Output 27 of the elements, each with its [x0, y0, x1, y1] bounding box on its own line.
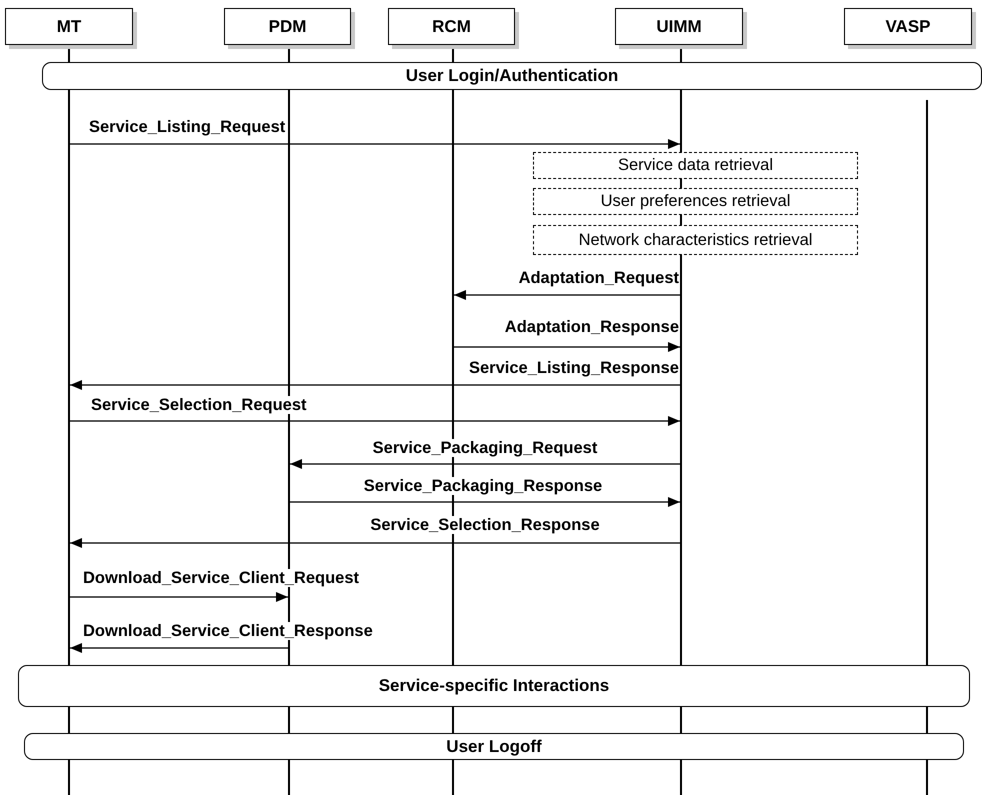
- edge-label: Download_Service_Client_Response: [82, 622, 374, 640]
- edge-label: Service_Listing_Response: [468, 359, 680, 377]
- message-arrow: [70, 380, 680, 390]
- fragment-box: User Logoff: [24, 733, 964, 760]
- message-arrow: [70, 538, 680, 548]
- edge-label: Download_Service_Client_Request: [82, 569, 360, 587]
- edge-label: Adaptation_Request: [518, 269, 680, 287]
- edge-label: Service_Packaging_Request: [372, 439, 598, 457]
- fragment-box: User Login/Authentication: [42, 62, 982, 90]
- message-arrow: [70, 139, 680, 149]
- note-box: Service data retrieval: [533, 152, 858, 179]
- note-box: User preferences retrieval: [533, 188, 858, 215]
- message-arrow: [290, 459, 680, 469]
- edge-label: Service_Packaging_Response: [362, 477, 604, 495]
- edge-label: Adaptation_Response: [504, 318, 680, 336]
- lifeline: [926, 100, 928, 795]
- edge-label: Service_Selection_Request: [90, 396, 308, 414]
- note-box: Network characteristics retrieval: [533, 225, 858, 255]
- edge-label: Service_Selection_Response: [369, 516, 601, 534]
- message-arrow: [70, 643, 288, 653]
- message-arrow: [70, 416, 680, 426]
- fragment-box: Service-specific Interactions: [18, 665, 970, 707]
- message-arrow: [454, 290, 680, 300]
- edge-label: Service_Listing_Request: [88, 118, 286, 136]
- message-arrow: [290, 497, 680, 507]
- message-arrow: [454, 342, 680, 352]
- message-arrow: [70, 592, 288, 602]
